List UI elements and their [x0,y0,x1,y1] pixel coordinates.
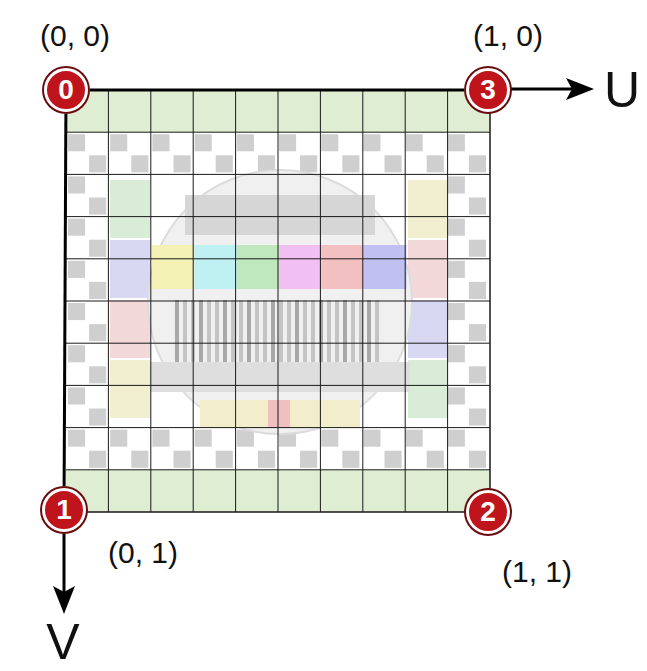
colour-bar [279,245,321,289]
side-bar [408,240,448,298]
red-block [268,400,290,428]
test-card-circle [148,170,412,434]
texture-edge [64,114,66,486]
corner-marker: 2 [466,490,510,534]
side-bar [110,360,150,418]
resolution-stripes [175,300,379,362]
texture-ground [66,90,490,512]
uv-coordinate: (0, 0) [40,21,110,51]
u-arrowhead [566,78,594,100]
colour-bar [322,245,364,289]
texture-edge [90,89,464,92]
texture-border [66,90,490,512]
colour-bar [364,245,406,289]
side-bar [408,360,448,418]
colour-bar [194,245,236,289]
side-bar [408,300,448,358]
side-bar [110,240,150,298]
corner-marker: 3 [466,68,510,112]
vertex-number: 2 [480,498,496,526]
vertex-number: 3 [480,76,496,104]
uv-coordinate: (1, 0) [473,21,543,51]
colour-bar [237,245,279,289]
side-bar [110,300,150,358]
grey-block [150,362,410,392]
v-axis [63,530,66,592]
grey-block [185,195,375,235]
colour-bar [152,245,194,289]
u-axis [505,88,572,91]
yellow-block [200,400,360,428]
texel-grid [66,90,490,512]
vertex-number: 0 [58,76,74,104]
vertex-number: 1 [56,496,72,524]
uv-coordinate: (0, 1) [108,538,178,568]
v-arrowhead [53,586,75,614]
side-bar [408,180,448,238]
side-bar [110,180,150,238]
axis-label: V [46,617,79,667]
axis-label: U [604,65,640,115]
corner-marker: 0 [44,68,88,112]
uv-coordinate: (1, 1) [502,557,572,587]
corner-marker: 1 [42,488,86,532]
